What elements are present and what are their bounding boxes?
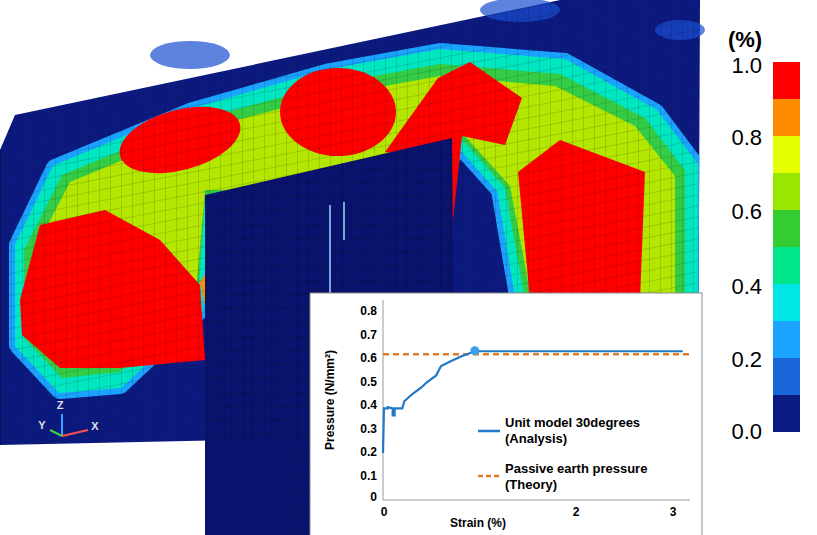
analysis-curve-layer <box>383 346 683 453</box>
inset-chart-panel <box>310 293 702 535</box>
colorbar-tick: 0.4 <box>731 274 762 299</box>
colorbar-tick: 0.2 <box>731 347 762 372</box>
axis-triad-letter: Y <box>38 419 45 432</box>
y-tick-label: 0.6 <box>360 352 377 366</box>
y-tick-label: 0 <box>370 491 377 505</box>
peak-marker <box>470 346 479 355</box>
triad-axis <box>62 430 88 436</box>
y-axis <box>383 300 384 500</box>
legend-sample-line <box>478 430 500 433</box>
probe-line <box>343 202 345 240</box>
axis-title: Pressure (N/mm²) <box>324 350 338 450</box>
legend-text: Passive earth pressure (Theory) <box>505 461 680 492</box>
theory-line <box>383 353 690 356</box>
x-axis <box>383 500 690 501</box>
x-tick-label: 2 <box>573 506 580 520</box>
low-strain-spot <box>150 41 230 69</box>
x-tick-label: 3 <box>670 506 677 520</box>
triad-axis <box>50 430 62 436</box>
axis-triad-letter: X <box>91 420 98 433</box>
unit-label: (%) <box>728 27 762 52</box>
y-tick-label: 0.7 <box>360 329 377 343</box>
legend-sample-line <box>478 475 500 478</box>
triad-axis <box>61 414 63 436</box>
y-tick-label: 0.3 <box>360 423 377 437</box>
colorbar-tick: 0.8 <box>731 125 762 150</box>
axis-triad-letter: Z <box>57 399 64 412</box>
axis-title: Strain (%) <box>450 517 506 531</box>
y-tick-label: 0.5 <box>360 376 377 390</box>
y-tick-label: 0.2 <box>360 446 377 460</box>
colorbar-tick: 1.0 <box>731 53 762 78</box>
block-edge <box>0 150 1 445</box>
colorbar-tick: 0.0 <box>731 419 762 444</box>
legend-entry: Unit model 30degrees (Analysis) <box>505 415 680 446</box>
legend-entry: Passive earth pressure (Theory) <box>505 461 680 492</box>
y-tick-label: 0.8 <box>360 305 377 319</box>
y-tick-label: 0.1 <box>360 470 377 484</box>
y-tick-label: 0.4 <box>360 399 377 413</box>
analysis-curve <box>383 351 683 453</box>
color-bar <box>773 62 800 432</box>
x-tick-label: 0 <box>381 506 388 520</box>
legend-text: Unit model 30degrees (Analysis) <box>505 415 680 446</box>
colorbar-tick: 0.6 <box>731 199 762 224</box>
